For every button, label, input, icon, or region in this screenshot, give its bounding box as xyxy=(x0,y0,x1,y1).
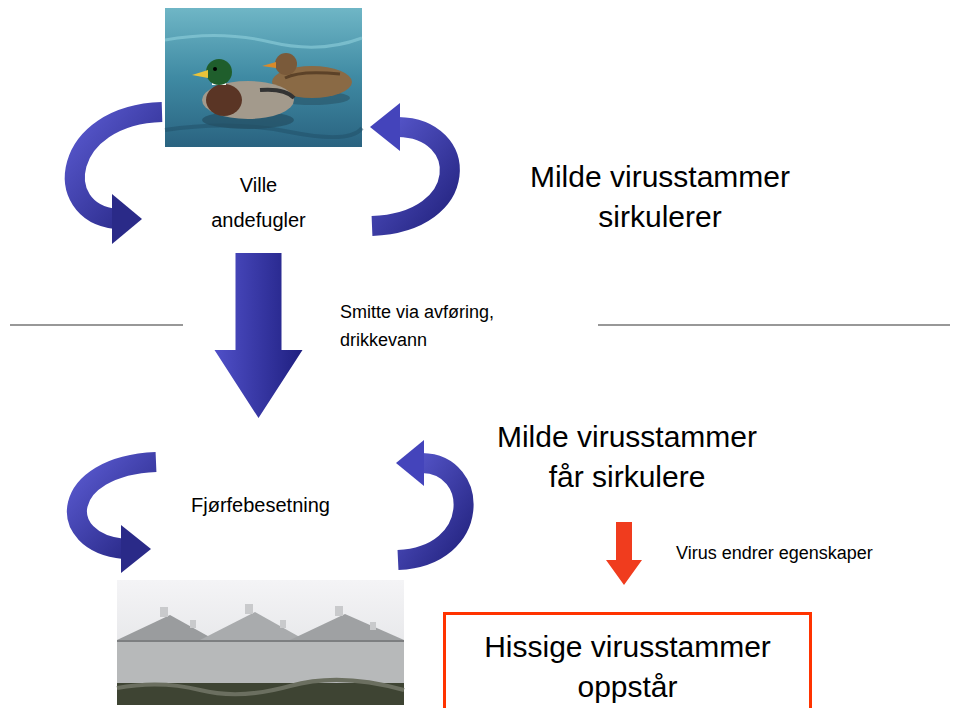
separator-line xyxy=(10,324,183,325)
note-text: Milde virusstammer sirkulerer xyxy=(500,157,820,237)
text-holder: Hissige virusstammer oppstår xyxy=(446,627,809,707)
node-label: Ville andefugler xyxy=(203,168,315,238)
duck-photo xyxy=(165,8,362,147)
node-label: Hissige virusstammer oppstår xyxy=(458,627,798,707)
change-label: Virus endrer egenskaper xyxy=(676,542,906,564)
circulation-arrow xyxy=(77,440,464,573)
poultry-group: Fjørfebesetning xyxy=(117,418,404,708)
text-holder: Fjørfebesetning xyxy=(117,492,404,518)
barn-photo xyxy=(117,580,404,705)
node-label: Fjørfebesetning xyxy=(161,492,361,518)
change-arrow xyxy=(606,522,642,585)
result-box: Hissige virusstammer oppstår xyxy=(443,612,812,708)
edge-label: Smitte via avføring, drikkevann xyxy=(340,298,550,354)
bird-group: Ville andefugler xyxy=(160,8,357,253)
flow-arrow xyxy=(215,253,303,418)
text-holder: Ville andefugler xyxy=(160,168,357,238)
separator-line xyxy=(598,324,950,325)
note-text: Milde virusstammer får sirkulere xyxy=(477,417,777,497)
circulation-arrow xyxy=(75,103,450,244)
